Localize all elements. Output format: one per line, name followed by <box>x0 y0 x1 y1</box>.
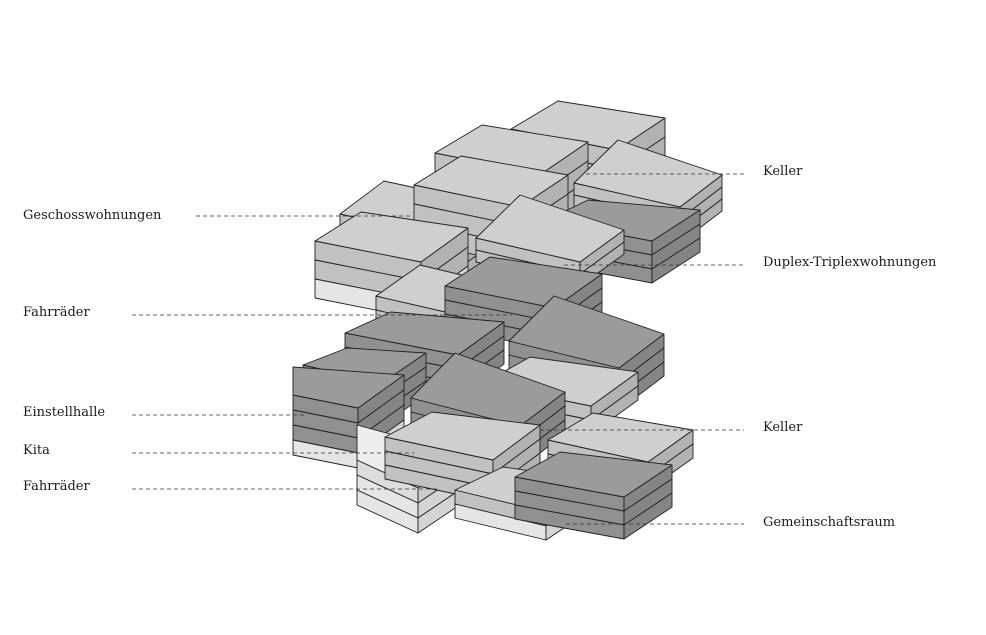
label-kita: Kita <box>23 443 50 458</box>
label-keller-upper: Keller <box>763 164 803 179</box>
label-fahrraeder-upper: Fahrräder <box>23 305 90 320</box>
label-einstellhalle: Einstellhalle <box>23 405 106 420</box>
block-einstellhalle-top-face <box>292 366 405 409</box>
block-right-dark-top-face <box>508 295 665 369</box>
block-keller-upper-top-face <box>573 139 723 208</box>
block-front-dark-right-face <box>623 492 673 540</box>
block-duplex-upper-right-face <box>651 237 701 284</box>
label-fahrraeder-lower: Fahrräder <box>23 479 90 494</box>
block-front-center-top-face <box>384 411 541 461</box>
label-gemeinschaftsraum: Gemeinschaftsraum <box>763 515 896 530</box>
block-mid-light-top-face <box>475 194 625 263</box>
label-geschosswohnungen: Geschosswohnungen <box>23 208 162 223</box>
block-geschoss-top-face <box>314 211 469 263</box>
label-keller-lower: Keller <box>763 420 803 435</box>
label-duplex: Duplex-Triplexwohnungen <box>763 255 937 270</box>
block-front-dark <box>514 451 673 540</box>
block-front-dark-top-face <box>514 451 673 498</box>
